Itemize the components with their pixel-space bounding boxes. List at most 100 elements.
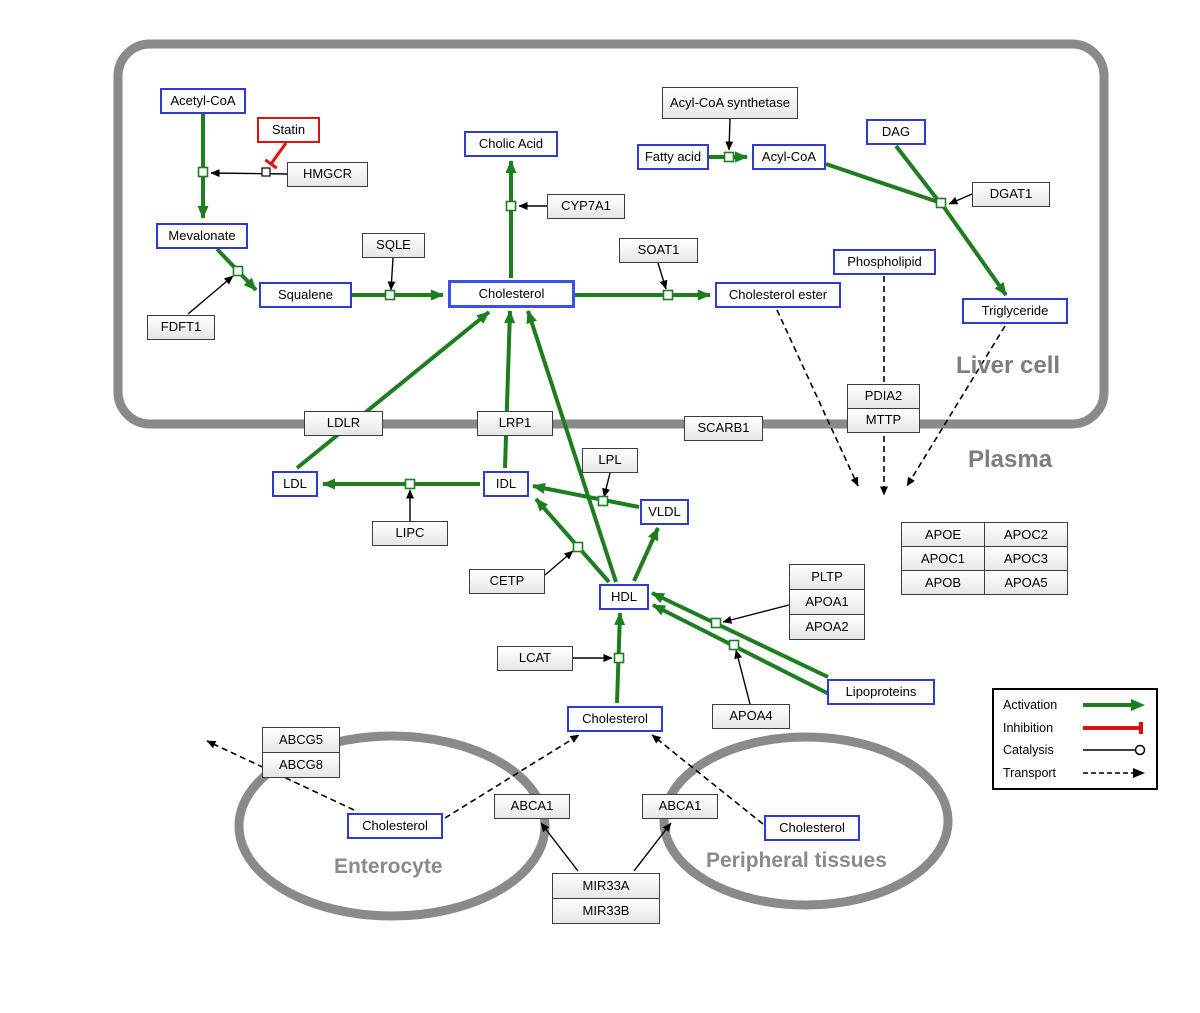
catalysis-hmgcr [210, 169, 288, 178]
catalysis-circle-symbol [1083, 745, 1146, 756]
reaction-node-cetp [572, 541, 584, 553]
transport-arrow-symbol [1083, 767, 1145, 778]
catalysis-dgat1 [948, 193, 973, 205]
node-statin[interactable]: Statin [257, 117, 320, 143]
apo-cell-apoc1[interactable]: APOC1 [901, 546, 985, 571]
node-lpl[interactable]: LPL [582, 448, 638, 473]
peripheral-tissues-label: Peripheral tissues [706, 849, 887, 872]
node-cholic-acid[interactable]: Cholic Acid [464, 131, 558, 157]
node-fatty-acid[interactable]: Fatty acid [637, 144, 709, 170]
transport-enterocyte-cholesterol-plasma [444, 734, 580, 819]
reaction-node-lipc [404, 478, 416, 490]
reaction-node-hmgcr [197, 166, 209, 178]
node-acyl-coa-synthetase[interactable]: Acyl-CoA synthetase [662, 87, 798, 119]
node-sqle[interactable]: SQLE [362, 233, 425, 258]
node-cholesterol-peripheral[interactable]: Cholesterol [764, 815, 860, 841]
inhibition-statin-tbar [264, 158, 278, 170]
transport-triglyceride-plasma [906, 325, 1006, 487]
apo-cell-apoe[interactable]: APOE [901, 522, 985, 547]
node-pltp[interactable]: PLTP [789, 564, 865, 590]
node-cholesterol-liver[interactable]: Cholesterol [448, 280, 575, 308]
node-hdl[interactable]: HDL [599, 584, 649, 610]
node-soat1[interactable]: SOAT1 [619, 238, 698, 263]
catalysis-apostack [722, 604, 790, 624]
edge-lipoproteins-hdl-lower [652, 603, 830, 696]
reaction-node-acs [723, 151, 735, 163]
node-apoa2[interactable]: APOA2 [789, 614, 865, 640]
reaction-node-apoa4 [728, 639, 740, 651]
node-cholesterol-enterocyte[interactable]: Cholesterol [347, 813, 443, 839]
node-acetyl-coa[interactable]: Acetyl-CoA [160, 88, 246, 114]
node-pdia2[interactable]: PDIA2 [847, 384, 920, 409]
legend-row-activation: Activation [1003, 697, 1147, 713]
node-mir33b[interactable]: MIR33B [552, 898, 660, 924]
transport-cholesterolester-plasma [776, 309, 859, 487]
catalysis-sqle [387, 257, 396, 291]
node-triglyceride[interactable]: Triglyceride [962, 298, 1068, 324]
activation-arrow-symbol [1083, 699, 1145, 711]
legend: Activation Inhibition Catalysis Transpor… [992, 688, 1158, 790]
legend-catalysis-label: Catalysis [1003, 743, 1054, 758]
reaction-node-fdft1 [232, 265, 244, 277]
node-fdft1[interactable]: FDFT1 [147, 315, 215, 340]
legend-row-catalysis: Catalysis [1003, 742, 1147, 758]
node-squalene[interactable]: Squalene [259, 282, 352, 308]
inhibition-tbar-symbol [1083, 721, 1143, 734]
legend-row-inhibition: Inhibition [1003, 720, 1147, 736]
node-lrp1[interactable]: LRP1 [477, 411, 553, 436]
mir33-abca1-peripheral [633, 822, 672, 872]
node-abcg8[interactable]: ABCG8 [262, 752, 340, 778]
reaction-node-lcat [613, 652, 625, 664]
node-cetp[interactable]: CETP [469, 569, 545, 594]
apo-cell-apoa5[interactable]: APOA5 [984, 570, 1068, 595]
catalysis-apoa4 [734, 649, 751, 705]
node-ldlr[interactable]: LDLR [304, 411, 383, 436]
node-lipoproteins[interactable]: Lipoproteins [827, 679, 935, 705]
liver-cell-membrane [113, 39, 1109, 429]
catalysis-cetp [544, 550, 574, 576]
node-mevalonate[interactable]: Mevalonate [156, 223, 248, 249]
node-cyp7a1[interactable]: CYP7A1 [547, 194, 625, 219]
node-acyl-coa[interactable]: Acyl-CoA [752, 144, 826, 170]
reaction-node-apostack [710, 617, 722, 629]
node-abca1-peripheral[interactable]: ABCA1 [642, 794, 718, 819]
node-ldl[interactable]: LDL [272, 471, 318, 497]
node-vldl[interactable]: VLDL [640, 499, 689, 525]
catalysis-fdft1 [187, 275, 234, 315]
node-dgat1[interactable]: DGAT1 [972, 182, 1050, 207]
node-abca1-enterocyte[interactable]: ABCA1 [494, 794, 570, 819]
node-idl[interactable]: IDL [483, 471, 529, 497]
node-abcg5[interactable]: ABCG5 [262, 727, 340, 753]
node-lcat[interactable]: LCAT [497, 646, 573, 671]
enterocyte-label: Enterocyte [334, 855, 443, 878]
node-mttp[interactable]: MTTP [847, 408, 920, 433]
node-cholesterol-plasma[interactable]: Cholesterol [567, 706, 663, 732]
reaction-node-soat1 [662, 289, 674, 301]
node-scarb1[interactable]: SCARB1 [684, 416, 763, 441]
node-phospholipid[interactable]: Phospholipid [833, 249, 936, 275]
reaction-node-lpl [597, 495, 609, 507]
edge-ldl-cholesterol [295, 310, 491, 470]
apo-cell-apoc3[interactable]: APOC3 [984, 546, 1068, 571]
node-mir33a[interactable]: MIR33A [552, 873, 660, 899]
legend-transport-label: Transport [1003, 765, 1057, 780]
node-hmgcr[interactable]: HMGCR [287, 162, 368, 187]
peripheral-tissues-membrane [659, 732, 953, 910]
node-cholesterol-ester[interactable]: Cholesterol ester [715, 282, 841, 308]
statin-binding-node [261, 167, 271, 177]
edge-lipoproteins-hdl-upper [651, 591, 829, 679]
mir33-abca1-enterocyte [540, 822, 579, 872]
inhibition-edge [264, 142, 288, 170]
apo-cell-apob[interactable]: APOB [901, 570, 985, 595]
node-lipc[interactable]: LIPC [372, 521, 448, 546]
catalysis-edges [187, 118, 973, 872]
apo-cell-apoc2[interactable]: APOC2 [984, 522, 1068, 547]
node-dag[interactable]: DAG [866, 119, 926, 145]
catalysis-acylcoa-synthetase [725, 118, 734, 151]
node-apoa1[interactable]: APOA1 [789, 589, 865, 615]
activation-edges [197, 114, 1008, 704]
reaction-nodes [197, 151, 947, 664]
node-apoa4[interactable]: APOA4 [712, 704, 790, 729]
